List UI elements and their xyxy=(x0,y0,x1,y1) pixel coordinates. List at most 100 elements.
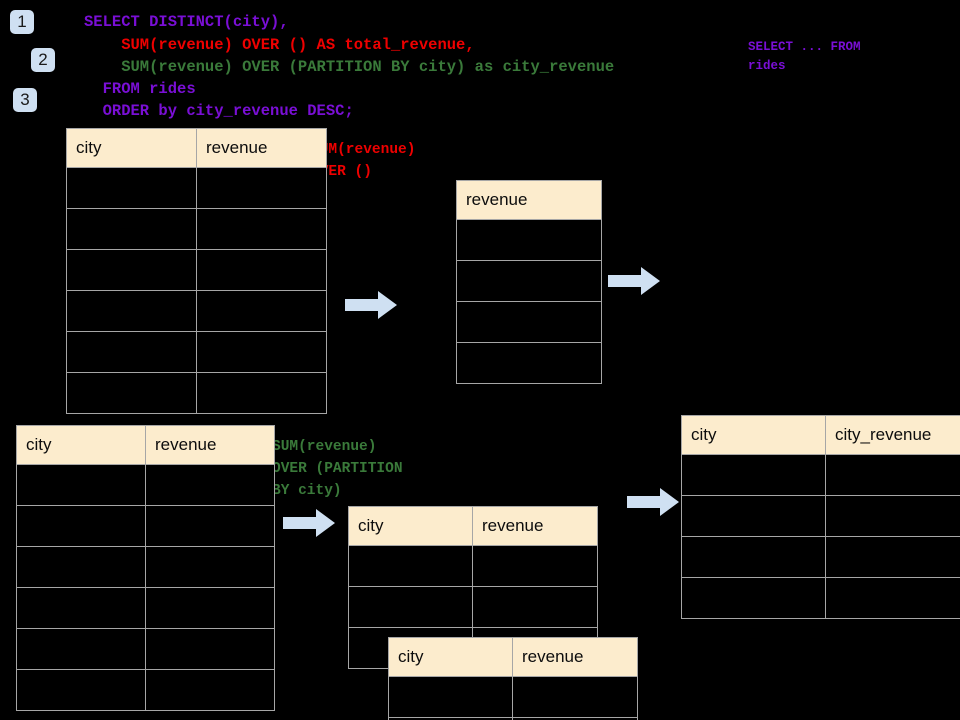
table-row xyxy=(16,587,275,629)
result-table: city city_revenue xyxy=(681,415,960,619)
cell-city xyxy=(66,167,197,209)
column-header-revenue: revenue xyxy=(472,506,598,546)
table-row xyxy=(388,676,638,718)
cell-city xyxy=(16,587,146,629)
cell-revenue xyxy=(145,669,275,711)
step-badge-1-label: 1 xyxy=(17,12,27,31)
cell-revenue xyxy=(456,342,602,384)
table-row xyxy=(66,167,327,209)
table-row xyxy=(16,669,275,711)
cell-city xyxy=(681,536,826,578)
cell-revenue xyxy=(145,546,275,588)
column-header-revenue: revenue xyxy=(196,128,327,168)
table-row xyxy=(681,495,960,537)
table-header-row: revenue xyxy=(456,180,602,220)
table-row xyxy=(66,290,327,332)
column-header-revenue: revenue xyxy=(456,180,602,220)
cell-city-revenue xyxy=(825,577,960,619)
table-row xyxy=(66,372,327,414)
cell-revenue xyxy=(145,628,275,670)
step-badge-2: 2 xyxy=(31,48,55,72)
table-row xyxy=(348,545,598,587)
cell-revenue xyxy=(145,505,275,547)
sql-line-order-by: ORDER by city_revenue DESC; xyxy=(84,102,354,120)
cell-city xyxy=(681,577,826,619)
table-header-row: city revenue xyxy=(388,637,638,677)
cell-city xyxy=(66,208,197,250)
column-header-city: city xyxy=(348,506,473,546)
cell-city-revenue xyxy=(825,536,960,578)
arrow-source-to-total xyxy=(345,290,397,320)
table-row xyxy=(16,546,275,588)
sidenote-select-from-rides: SELECT ... FROM rides xyxy=(748,40,861,73)
table-row xyxy=(681,577,960,619)
sql-line-sum-over-partition: SUM(revenue) OVER (PARTITION BY city) as… xyxy=(84,58,615,76)
cell-revenue xyxy=(472,586,598,628)
column-header-revenue: revenue xyxy=(512,637,638,677)
arrow-partition-to-result xyxy=(627,487,679,517)
table-row xyxy=(16,464,275,506)
annotation-over-partition: SUM(revenue) OVER (PARTITION BY city) xyxy=(272,439,403,499)
table-row xyxy=(681,454,960,496)
rides-source-table-2: city revenue xyxy=(16,425,275,711)
table-row xyxy=(681,536,960,578)
cell-city xyxy=(16,669,146,711)
column-header-city: city xyxy=(66,128,197,168)
cell-city xyxy=(16,505,146,547)
arrow-source-to-partition xyxy=(283,508,335,538)
cell-city xyxy=(348,586,473,628)
cell-revenue xyxy=(456,219,602,261)
cell-city xyxy=(388,676,513,718)
cell-revenue xyxy=(456,301,602,343)
cell-city xyxy=(16,546,146,588)
partition-group-table-back: city revenue xyxy=(348,506,598,669)
column-header-city: city xyxy=(681,415,826,455)
cell-revenue xyxy=(145,587,275,629)
column-header-revenue: revenue xyxy=(145,425,275,465)
step-badge-1: 1 xyxy=(10,10,34,34)
table-header-row: city city_revenue xyxy=(681,415,960,455)
table-row xyxy=(66,208,327,250)
cell-city xyxy=(681,495,826,537)
cell-city xyxy=(348,545,473,587)
cell-city-revenue xyxy=(825,454,960,496)
cell-city xyxy=(681,454,826,496)
table-row xyxy=(348,586,598,628)
column-header-city: city xyxy=(388,637,513,677)
cell-revenue xyxy=(196,167,327,209)
column-header-city-revenue: city_revenue xyxy=(825,415,960,455)
cell-city xyxy=(66,372,197,414)
cell-city xyxy=(66,249,197,291)
sql-line-sum-over-empty: SUM(revenue) OVER () AS total_revenue, xyxy=(84,36,475,54)
table-row xyxy=(66,331,327,373)
cell-revenue xyxy=(472,545,598,587)
table-header-row: city revenue xyxy=(16,425,275,465)
cell-city xyxy=(16,464,146,506)
step-badge-2-label: 2 xyxy=(38,50,48,69)
cell-city xyxy=(66,290,197,332)
sql-line-select: SELECT DISTINCT(city), xyxy=(84,13,289,31)
rides-source-table: city revenue xyxy=(66,128,327,414)
cell-revenue xyxy=(196,290,327,332)
cell-revenue xyxy=(196,249,327,291)
cell-revenue xyxy=(196,331,327,373)
cell-revenue xyxy=(512,717,638,720)
step-badge-3: 3 xyxy=(13,88,37,112)
column-header-city: city xyxy=(16,425,146,465)
cell-city xyxy=(66,331,197,373)
cell-revenue xyxy=(196,372,327,414)
arrow-total-to-result xyxy=(608,266,660,296)
table-header-row: city revenue xyxy=(66,128,327,168)
cell-city xyxy=(16,628,146,670)
sql-line-from: FROM rides xyxy=(84,80,196,98)
partition-group-table-front: city revenue xyxy=(388,637,638,720)
table-row xyxy=(456,342,602,384)
cell-revenue xyxy=(456,260,602,302)
cell-revenue xyxy=(512,676,638,718)
table-row xyxy=(456,260,602,302)
table-row xyxy=(388,717,638,720)
table-header-row: city revenue xyxy=(348,506,598,546)
total-revenue-table: revenue xyxy=(456,180,602,384)
step-badge-3-label: 3 xyxy=(20,90,30,109)
